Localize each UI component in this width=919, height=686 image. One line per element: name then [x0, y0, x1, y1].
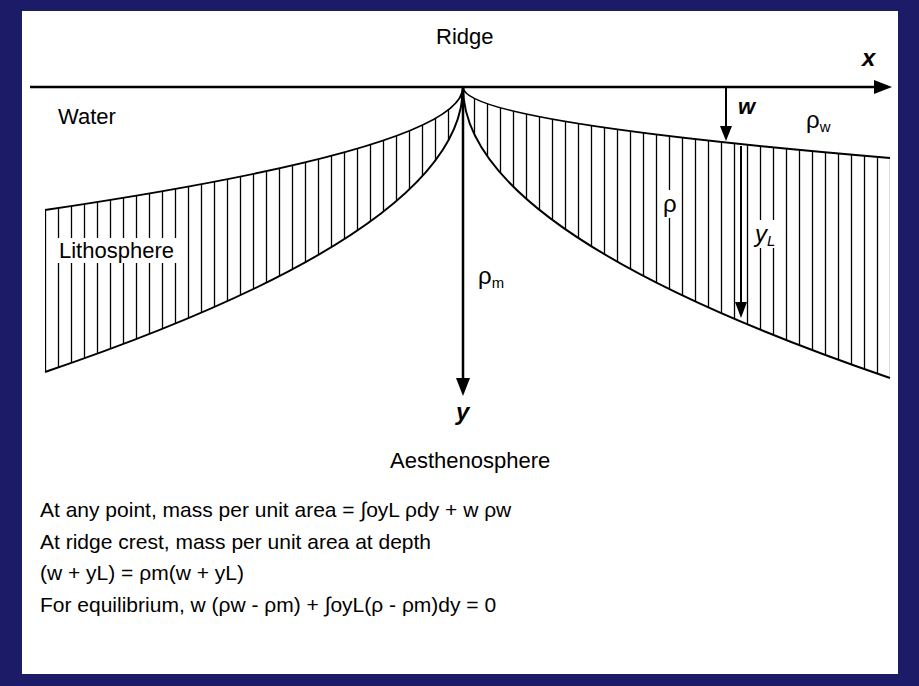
density-label: ρw	[806, 106, 830, 134]
water-label: Water	[58, 104, 116, 129]
ridge-label: Ridge	[436, 24, 493, 49]
equation-text: At any point, mass per unit area = ∫oyL …	[40, 498, 511, 522]
lithosphere-label: Lithosphere	[56, 238, 177, 263]
asthenosphere-label: Aesthenosphere	[390, 448, 550, 473]
equation-text: (w + yL) = ρm(w + yL)	[40, 561, 244, 585]
thickness-label: yL	[752, 220, 778, 248]
axis-label: y	[456, 398, 469, 426]
density-label: ρ	[660, 190, 680, 218]
axis-label: x	[862, 44, 875, 72]
equation-text: At ridge crest, mass per unit area at de…	[40, 530, 431, 554]
density-label: ρm	[478, 262, 504, 290]
depth-label: w	[738, 94, 755, 119]
equation-text: For equilibrium, w (ρw - ρm) + ∫oyL(ρ - …	[40, 593, 496, 617]
